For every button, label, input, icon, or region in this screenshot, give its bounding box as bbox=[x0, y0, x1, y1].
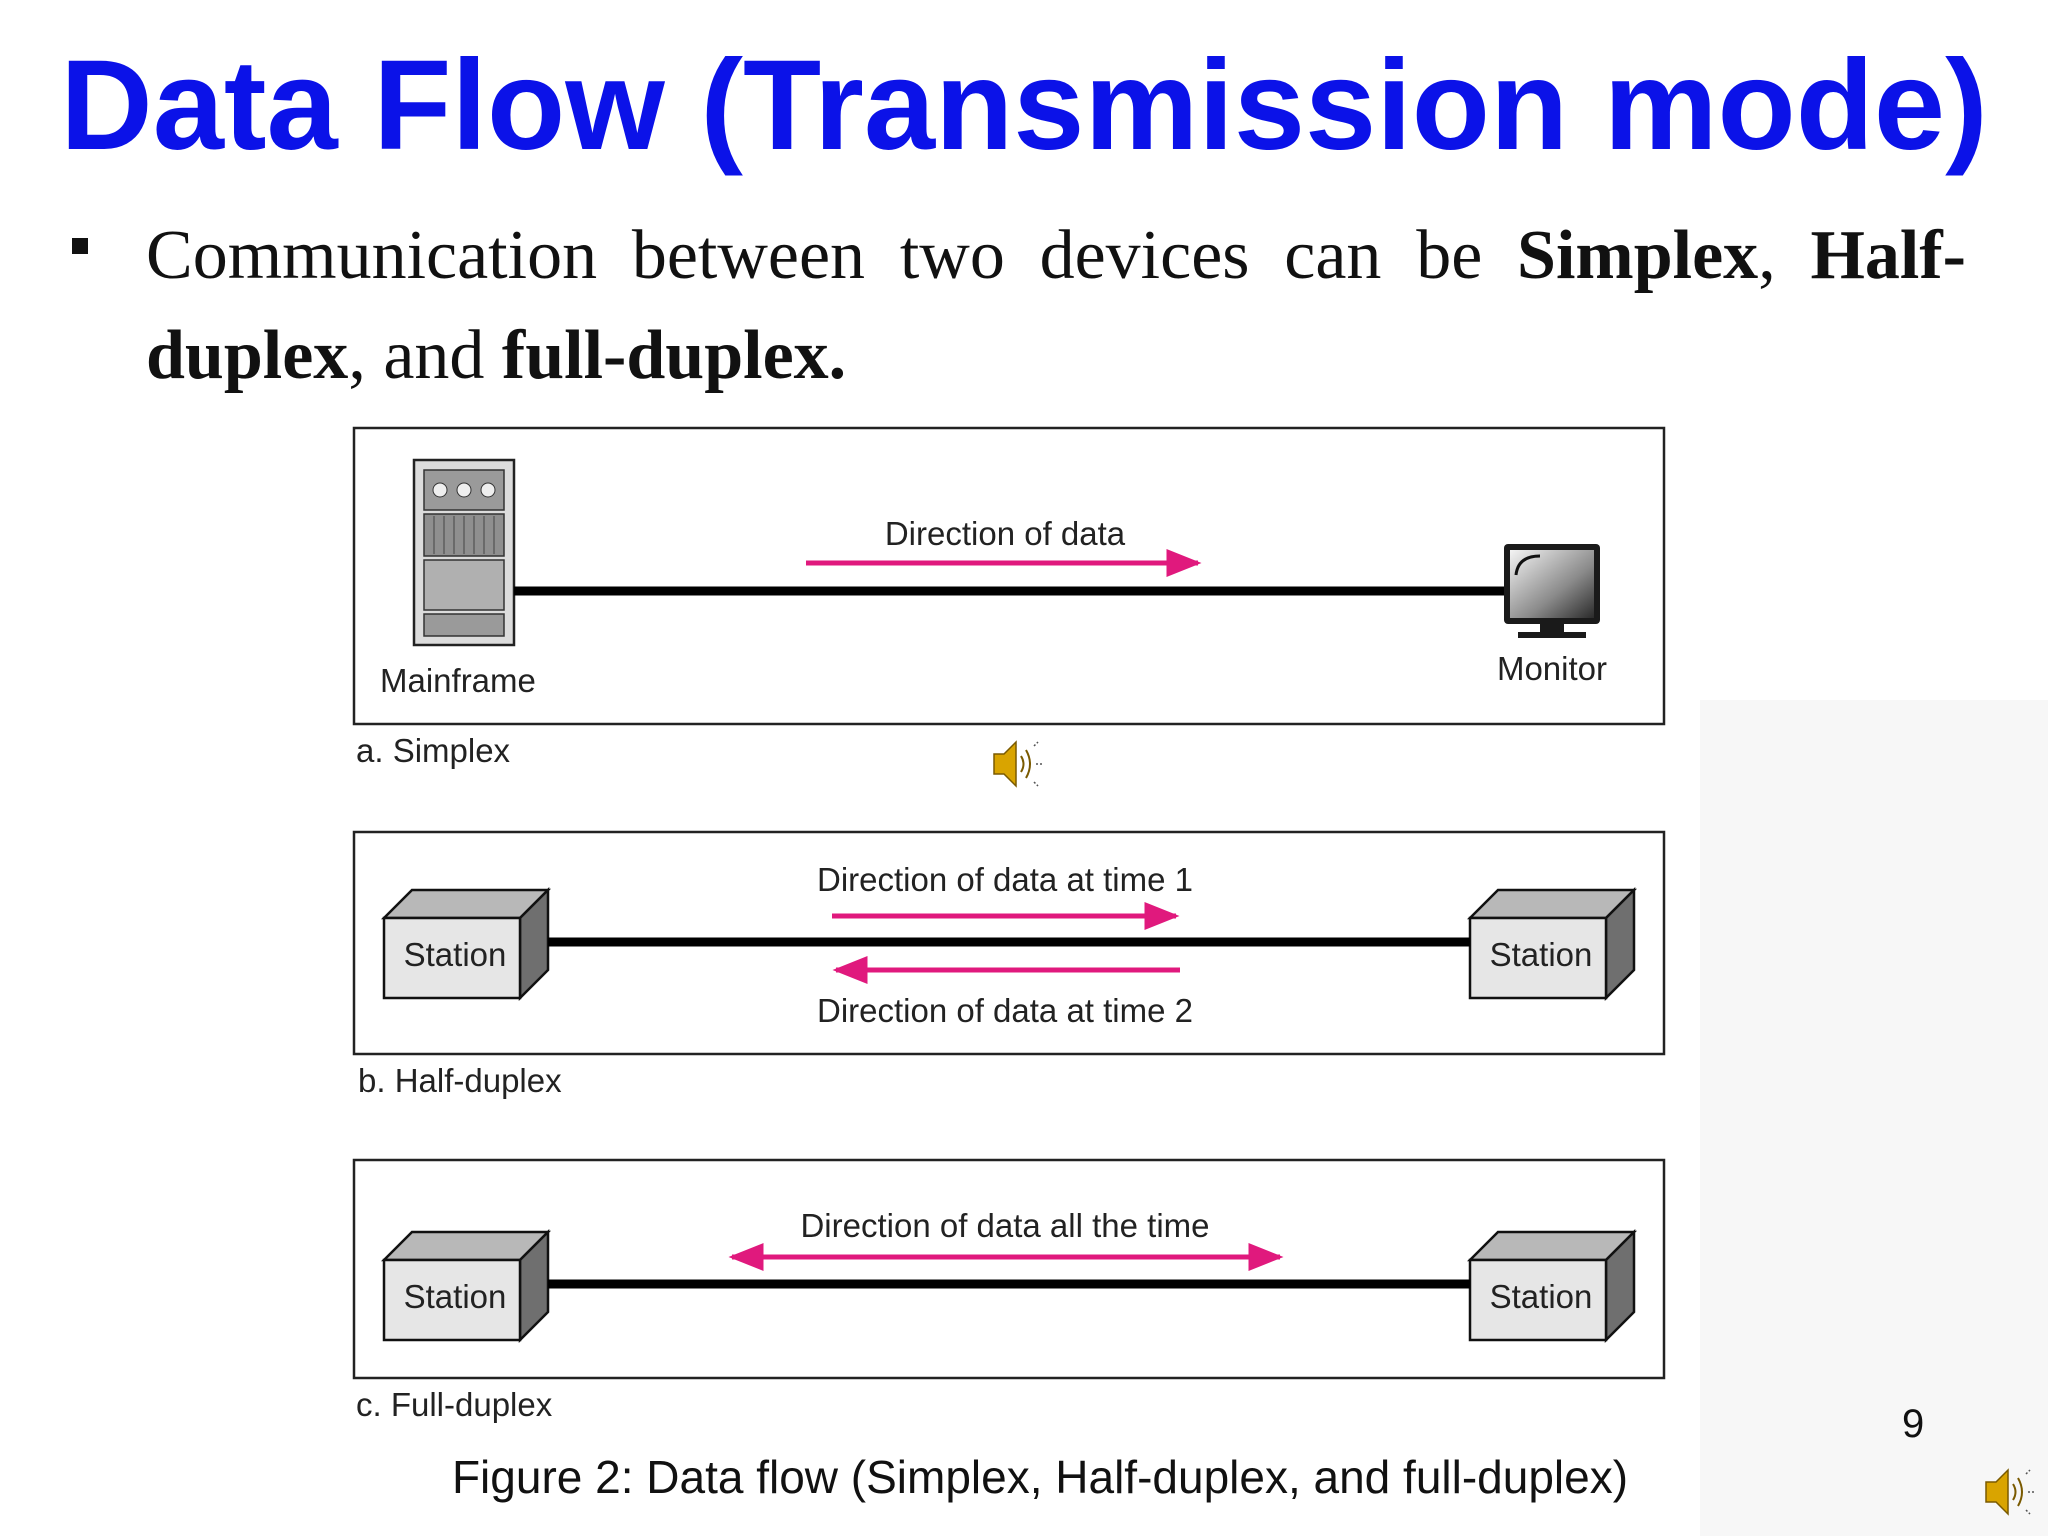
bullet-text: Communication between two devices can be… bbox=[146, 206, 1966, 406]
monitor-icon bbox=[1504, 544, 1600, 638]
mainframe-label: Mainframe bbox=[380, 662, 536, 699]
speaker-icon[interactable] bbox=[993, 741, 1043, 787]
bullet-half-duplex: Half-duplex bbox=[146, 217, 1966, 394]
slide-title: Data Flow (Transmission mode) bbox=[60, 34, 1988, 177]
half-duplex-station-right-label: Station bbox=[1490, 936, 1593, 973]
page-number: 9 bbox=[1902, 1402, 1925, 1446]
background-shade bbox=[1700, 700, 2048, 1536]
bullet-text-3: , and bbox=[348, 317, 502, 394]
mainframe-icon bbox=[412, 458, 516, 647]
full-duplex-station-right-label: Station bbox=[1490, 1278, 1593, 1315]
speaker-icon-corner[interactable] bbox=[1985, 1469, 2035, 1515]
bullet-simplex: Simplex bbox=[1517, 217, 1759, 294]
bullet-full-duplex: full-duplex. bbox=[501, 317, 847, 394]
half-duplex-label-time2: Direction of data at time 2 bbox=[817, 992, 1193, 1029]
bullet-marker bbox=[72, 238, 88, 254]
simplex-arrow-label: Direction of data bbox=[885, 515, 1126, 552]
full-duplex-station-left-label: Station bbox=[404, 1278, 507, 1315]
figure-caption: Figure 2: Data flow (Simplex, Half-duple… bbox=[451, 1451, 1629, 1503]
full-duplex-arrow-label: Direction of data all the time bbox=[800, 1207, 1209, 1244]
half-duplex-label-time1: Direction of data at time 1 bbox=[817, 861, 1193, 898]
simplex-panel bbox=[352, 426, 1666, 726]
bullet-text-1: Communication between two devices can be bbox=[146, 217, 1518, 294]
simplex-panel-label: a. Simplex bbox=[356, 732, 511, 769]
half-duplex-station-left-label: Station bbox=[404, 936, 507, 973]
monitor-label: Monitor bbox=[1497, 650, 1607, 687]
half-duplex-panel-label: b. Half-duplex bbox=[358, 1062, 562, 1099]
bullet-text-2: , bbox=[1758, 217, 1811, 294]
full-duplex-panel-label: c. Full-duplex bbox=[356, 1386, 553, 1423]
full-duplex-panel bbox=[352, 1158, 1666, 1380]
